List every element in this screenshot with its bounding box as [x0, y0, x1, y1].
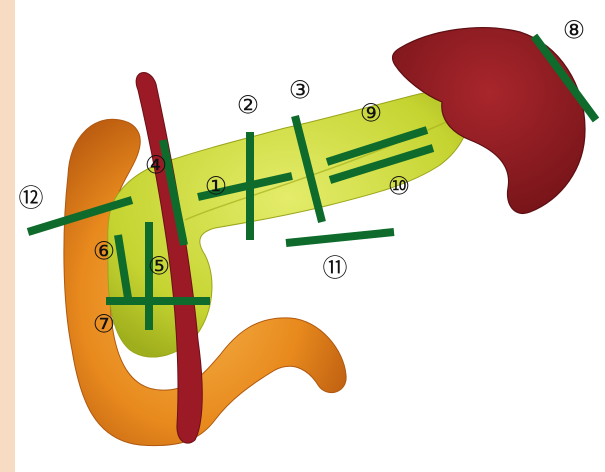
- marker-3: ③: [289, 76, 311, 105]
- marker-1: ①: [205, 172, 227, 201]
- marker-7: ⑦: [93, 310, 115, 339]
- marker-10: ⑩: [388, 172, 410, 201]
- marker-5: ⑤: [148, 252, 170, 281]
- marker-4: ④: [145, 151, 167, 180]
- marker-11: ⑪: [322, 254, 347, 283]
- marker-12: ⑫: [18, 184, 43, 213]
- marker-6: ⑥: [93, 237, 115, 266]
- marker-9: ⑨: [360, 99, 382, 128]
- cut-line-11: [286, 232, 394, 243]
- marker-8: ⑧: [563, 16, 585, 45]
- marker-2: ②: [237, 91, 259, 120]
